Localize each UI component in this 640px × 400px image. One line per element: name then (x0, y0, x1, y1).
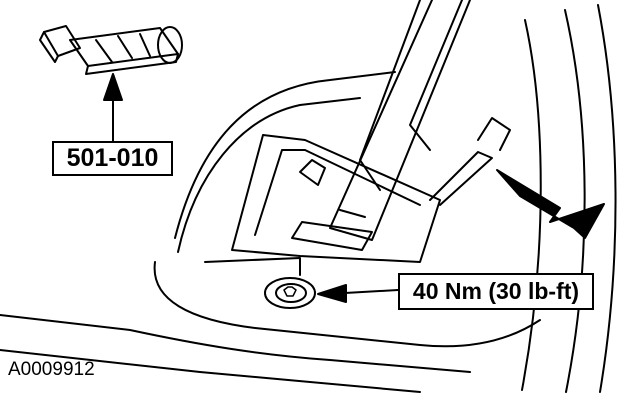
floor-edge (0, 314, 471, 373)
tool-number-callout: 501-010 (52, 141, 173, 176)
torque-spec-callout: 40 Nm (30 lb-ft) (398, 273, 594, 310)
door-frame-left (521, 19, 542, 391)
bracket-flange (429, 151, 493, 206)
seat-cushion-edge (153, 261, 541, 348)
anchor-bracket (231, 134, 441, 263)
pillar-outline-2 (409, 0, 463, 151)
large-arrow-icon (496, 169, 605, 239)
trim-panel-outline (174, 71, 396, 239)
torque-leader-line (344, 289, 399, 294)
bracket-clip (477, 117, 511, 151)
belt-strap (329, 0, 471, 241)
door-frame-right-2 (597, 4, 617, 393)
bracket-base-line (204, 257, 301, 276)
bracket-slot (291, 221, 373, 251)
socket-bit-icon (39, 25, 183, 75)
tool-leader-arrowhead (103, 73, 123, 101)
anchor-bracket-inner (254, 149, 421, 236)
belt-strap-edge (339, 209, 366, 218)
floor-edge-lower (0, 349, 421, 393)
bracket-tab (299, 159, 326, 186)
trim-panel-inner-outline (177, 97, 361, 253)
torx-bolt-icon (264, 277, 316, 309)
figure-id-label: A0009912 (8, 359, 95, 380)
door-frame-right (564, 9, 586, 393)
torque-leader-arrowhead (317, 284, 347, 303)
